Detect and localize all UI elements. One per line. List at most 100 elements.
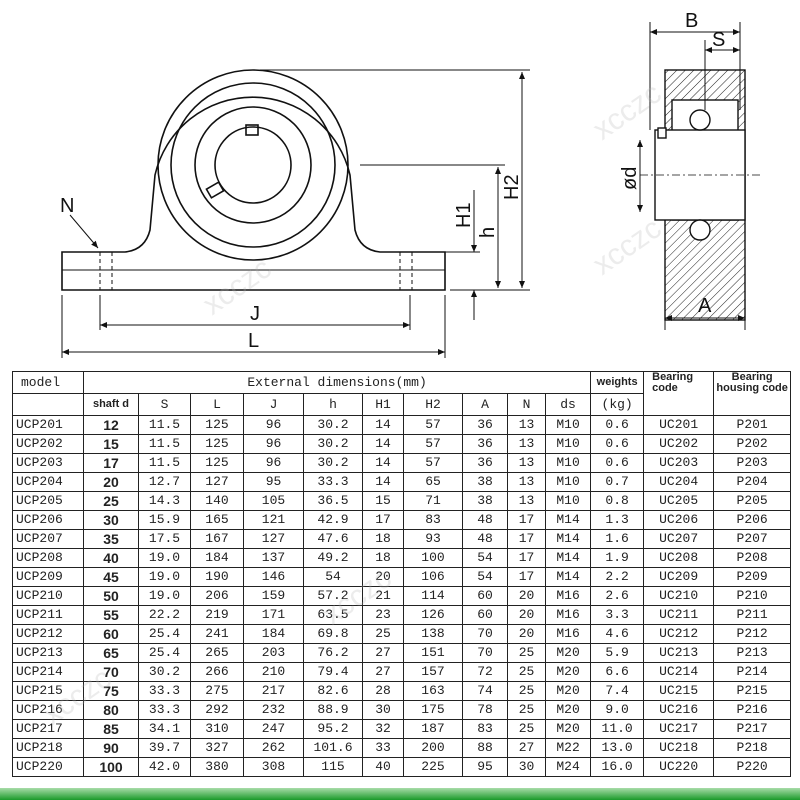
table-cell: 184: [190, 548, 244, 568]
table-cell: 79.4: [303, 662, 363, 682]
table-cell: P215: [713, 681, 792, 701]
side-view: [640, 69, 760, 321]
table-cell: 95: [243, 472, 304, 492]
table-cell: 36: [462, 415, 508, 435]
table-cell: UCP211: [12, 605, 84, 625]
table-cell: 30: [83, 510, 139, 530]
table-cell: UCP208: [12, 548, 84, 568]
table-cell: 232: [243, 700, 304, 720]
table-cell: 4.6: [590, 624, 645, 644]
table-cell: P214: [713, 662, 792, 682]
table-cell: 18: [362, 548, 404, 568]
table-cell: 125: [190, 453, 244, 473]
table-cell: 206: [190, 586, 244, 606]
table-cell: P213: [713, 643, 792, 663]
table-cell: 167: [190, 529, 244, 549]
table-cell: 90: [83, 738, 139, 758]
table-cell: 265: [190, 643, 244, 663]
table-cell: 11.5: [138, 415, 191, 435]
table-cell: 96: [243, 453, 304, 473]
table-cell: 266: [190, 662, 244, 682]
table-cell: 100: [83, 757, 139, 777]
table-cell: 55: [83, 605, 139, 625]
table-cell: 165: [190, 510, 244, 530]
table-cell: 121: [243, 510, 304, 530]
table-cell: 7.4: [590, 681, 645, 701]
header-h1: H1: [362, 393, 404, 416]
header-bearing-code: Bearing code: [643, 371, 715, 416]
table-cell: 14.3: [138, 491, 191, 511]
table-cell: P210: [713, 586, 792, 606]
table-cell: P209: [713, 567, 792, 587]
table-cell: UCP215: [12, 681, 84, 701]
table-cell: 60: [462, 586, 508, 606]
header-external-dimensions: External dimensions(mm): [82, 371, 592, 394]
table-cell: UC215: [643, 681, 715, 701]
table-cell: P202: [713, 434, 792, 454]
table-cell: UCP202: [12, 434, 84, 454]
table-cell: 247: [243, 719, 304, 739]
front-view: [61, 69, 446, 291]
table-cell: 17: [507, 529, 546, 549]
table-cell: P208: [713, 548, 792, 568]
table-cell: 48: [462, 529, 508, 549]
table-cell: 50: [83, 586, 139, 606]
table-cell: 20: [362, 567, 404, 587]
table-cell: 157: [403, 662, 463, 682]
table-cell: UC201: [643, 415, 715, 435]
table-cell: P217: [713, 719, 792, 739]
table-cell: 0.6: [590, 415, 645, 435]
table-cell: 14: [362, 434, 404, 454]
header-weights: weights: [590, 371, 645, 394]
table-cell: 163: [403, 681, 463, 701]
table-cell: M14: [544, 567, 592, 587]
table-cell: 19.0: [138, 586, 191, 606]
table-cell: 0.6: [590, 434, 645, 454]
table-cell: 310: [190, 719, 244, 739]
table-cell: 16.0: [590, 757, 645, 777]
table-cell: 33.3: [138, 700, 191, 720]
table-cell: 12.7: [138, 472, 191, 492]
table-cell: 88: [462, 738, 508, 758]
table-cell: 100: [403, 548, 463, 568]
side-dimension-lines: [637, 22, 746, 330]
table-cell: UC207: [643, 529, 715, 549]
table-cell: UC216: [643, 700, 715, 720]
table-cell: 36: [462, 453, 508, 473]
table-cell: M24: [544, 757, 592, 777]
header-n: N: [507, 393, 546, 416]
table-cell: 12: [83, 415, 139, 435]
table-cell: 1.6: [590, 529, 645, 549]
table-cell: 95.2: [303, 719, 363, 739]
table-cell: M10: [544, 472, 592, 492]
table-cell: UCP217: [12, 719, 84, 739]
table-cell: UC220: [643, 757, 715, 777]
table-cell: UC206: [643, 510, 715, 530]
dimension-lines: [61, 69, 530, 358]
table-cell: 2.6: [590, 586, 645, 606]
header-ds: ds: [544, 393, 592, 416]
table-cell: 76.2: [303, 643, 363, 663]
table-cell: 14: [362, 453, 404, 473]
table-cell: 241: [190, 624, 244, 644]
table-cell: 63.5: [303, 605, 363, 625]
table-cell: 34.1: [138, 719, 191, 739]
table-cell: 30: [362, 700, 404, 720]
table-cell: 115: [303, 757, 363, 777]
table-cell: 42.9: [303, 510, 363, 530]
table-cell: 125: [190, 434, 244, 454]
table-cell: M10: [544, 491, 592, 511]
technical-drawing: N J L H1 h H2 B S ød A: [60, 10, 760, 358]
table-cell: UCP201: [12, 415, 84, 435]
table-cell: 33: [362, 738, 404, 758]
table-cell: 83: [462, 719, 508, 739]
table-cell: 57.2: [303, 586, 363, 606]
